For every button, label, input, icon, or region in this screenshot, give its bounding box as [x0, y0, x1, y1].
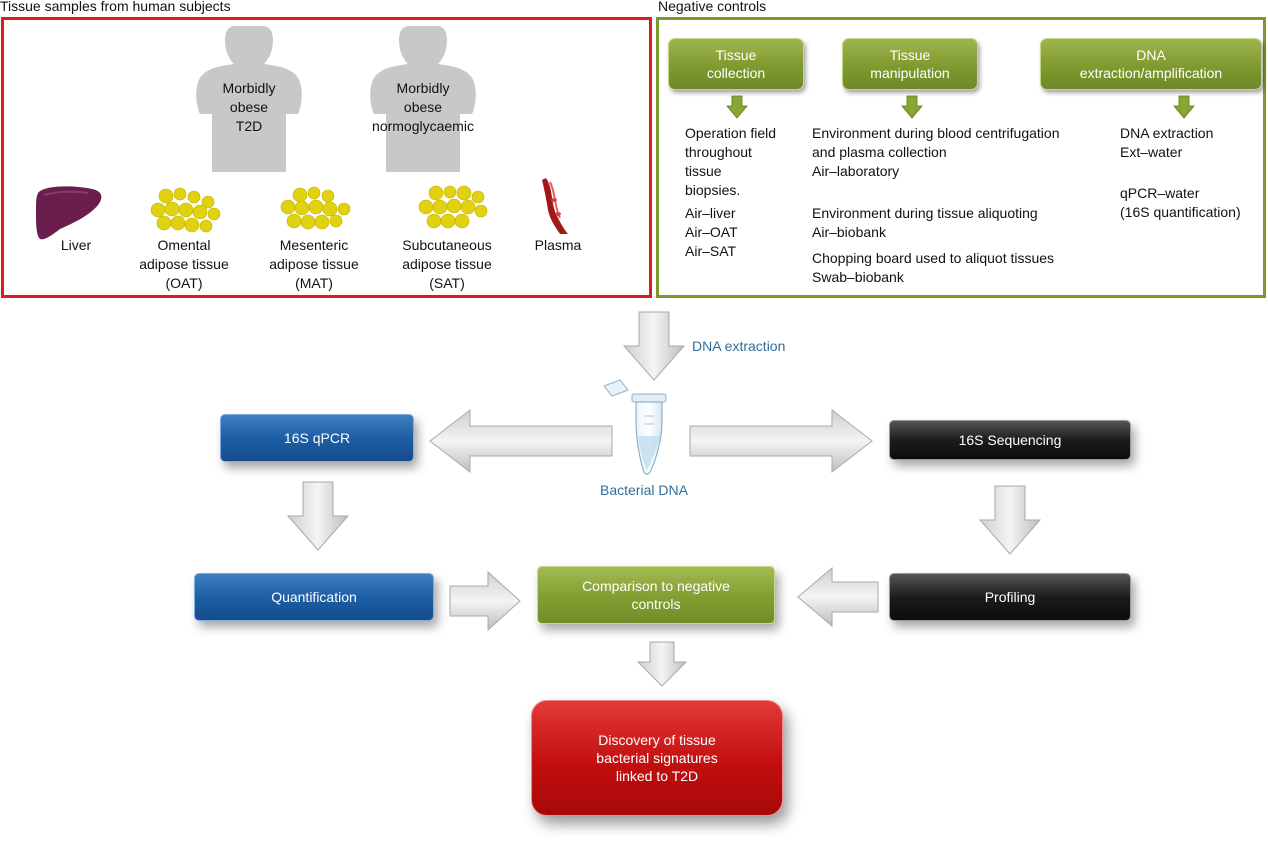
discovery-box: Discovery of tissue bacterial signatures… — [531, 700, 783, 816]
right-arrow-sequencing-icon — [689, 408, 873, 474]
sample-liver-label: Liver — [60, 237, 92, 253]
negative-controls-panel — [656, 17, 1266, 298]
manipulation-group-blood: Environment during blood centrifugation … — [812, 125, 1060, 179]
quantification-label: Quantification — [271, 589, 357, 605]
big-down-arrow-extraction-icon — [622, 311, 686, 381]
bacterial-dna-label: Bacterial DNA — [600, 482, 688, 498]
comparison-label: Comparison to negative controls — [582, 578, 730, 612]
header-dna-extraction-label: DNA extraction/amplification — [1079, 47, 1223, 81]
discovery-label: Discovery of tissue bacterial signatures… — [596, 732, 718, 784]
header-tissue-manipulation: Tissue manipulation — [842, 38, 978, 90]
down-arrow-collection-icon — [726, 95, 748, 119]
manipulation-group-aliquoting: Environment during tissue aliquoting Air… — [812, 205, 1038, 240]
collection-description: Operation field throughout tissue biopsi… — [685, 125, 777, 198]
sample-plasma-label: Plasma — [534, 237, 582, 253]
omental-adipose-icon — [150, 187, 221, 233]
profiling-box: Profiling — [889, 573, 1131, 621]
sample-subcutaneous-label: Subcutaneous adipose tissue (SAT) — [402, 237, 492, 291]
quantification-box: Quantification — [194, 573, 434, 621]
header-tissue-manipulation-label: Tissue manipulation — [870, 47, 950, 81]
extraction-group-qpcr: qPCR–water (16S quantification) — [1120, 185, 1241, 220]
subcutaneous-adipose-icon — [418, 185, 488, 229]
mesenteric-adipose-icon — [280, 186, 351, 230]
profiling-label: Profiling — [984, 589, 1036, 605]
controls-section-title: Negative controls — [658, 0, 767, 14]
liver-icon — [36, 186, 102, 240]
subject-t2d-label: Morbidly obese T2D — [222, 80, 276, 134]
extraction-group-dna: DNA extraction Ext–water — [1120, 125, 1214, 160]
tissue-samples-panel — [1, 17, 652, 298]
header-dna-extraction: DNA extraction/amplification — [1040, 38, 1262, 90]
person-silhouette-t2d-icon — [196, 26, 302, 172]
person-silhouette-normoglycaemic-icon — [370, 26, 476, 172]
left-arrow-qpcr-icon — [429, 408, 613, 474]
right-arrow-comparison-icon — [449, 570, 521, 632]
subject-normoglycaemic-label: Morbidly obese normoglycaemic — [372, 80, 474, 134]
sequencing-box: 16S Sequencing — [889, 420, 1131, 460]
header-tissue-collection: Tissue collection — [668, 38, 804, 90]
down-arrow-discovery-icon — [636, 641, 688, 687]
down-arrow-qpcr-icon — [286, 481, 350, 551]
header-tissue-collection-label: Tissue collection — [706, 47, 766, 81]
sample-omental-label: Omental adipose tissue (OAT) — [139, 237, 229, 291]
qpcr-label: 16S qPCR — [283, 430, 351, 446]
down-arrow-extraction-icon — [1173, 95, 1195, 119]
sample-mesenteric-label: Mesenteric adipose tissue (MAT) — [269, 237, 359, 291]
collection-items: Air–liver Air–OAT Air–SAT — [685, 205, 738, 259]
blood-vessel-icon — [542, 178, 568, 234]
comparison-box: Comparison to negative controls — [537, 566, 775, 624]
manipulation-group-chopping: Chopping board used to aliquot tissues S… — [812, 250, 1055, 285]
left-arrow-comparison-icon — [797, 566, 879, 628]
sequencing-label: 16S Sequencing — [958, 432, 1062, 448]
tissue-section-title: Tissue samples from human subjects — [0, 0, 231, 14]
down-arrow-manipulation-icon — [901, 95, 923, 119]
dna-extraction-label: DNA extraction — [692, 338, 786, 354]
down-arrow-sequencing-icon — [978, 485, 1042, 555]
qpcr-box: 16S qPCR — [220, 414, 414, 462]
test-tube-icon — [603, 379, 667, 475]
